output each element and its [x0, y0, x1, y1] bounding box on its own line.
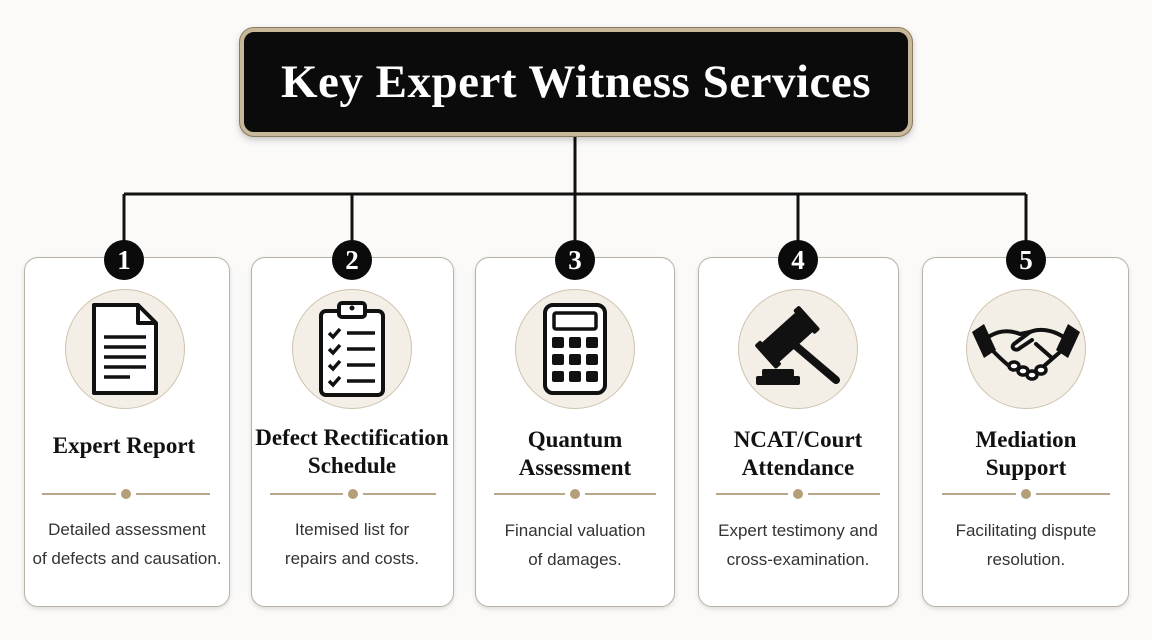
step-badge-1: 1 [104, 240, 144, 280]
step-badge-5: 5 [1006, 240, 1046, 280]
step-badge-4: 4 [778, 240, 818, 280]
service-desc-5-line-2: resolution. [986, 550, 1066, 569]
divider-1 [42, 489, 210, 499]
service-desc-2-line-2: repairs and costs. [284, 549, 420, 568]
title-box: Key Expert Witness Services [240, 28, 912, 136]
service-title-5: Mediation Support [926, 426, 1126, 482]
service-desc-5-line-1: Facilitating dispute [955, 521, 1097, 540]
step-badge-2: 2 [332, 240, 372, 280]
service-title-2-line-2: Schedule [307, 453, 397, 478]
service-title-3-line-2: Assessment [518, 455, 632, 480]
service-desc-2: Itemised list for repairs and costs. [252, 515, 452, 573]
service-desc-2-line-1: Itemised list for [294, 520, 410, 539]
service-desc-4: Expert testimony and cross-examination. [698, 516, 898, 574]
service-title-3-line-1: Quantum [527, 427, 623, 452]
service-title-4-line-1: NCAT/Court [733, 427, 863, 452]
service-title-5-line-1: Mediation [975, 427, 1077, 452]
service-desc-1-line-1: Detailed assessment [48, 520, 206, 539]
divider-3 [494, 489, 656, 499]
service-desc-3-line-1: Financial valuation [504, 521, 646, 540]
service-desc-3: Financial valuation of damages. [475, 516, 675, 574]
service-desc-1-line-2: of defects and causation. [32, 549, 222, 568]
service-title-1-line-1: Expert Report [52, 433, 196, 458]
service-desc-5: Facilitating dispute resolution. [926, 516, 1126, 574]
service-desc-3-line-2: of damages. [528, 550, 622, 569]
divider-2 [270, 489, 436, 499]
service-desc-4-line-1: Expert testimony and [718, 521, 878, 540]
divider-4 [716, 489, 880, 499]
service-title-4-line-2: Attendance [741, 455, 855, 480]
checklist-icon [292, 289, 412, 409]
step-badge-3: 3 [555, 240, 595, 280]
service-title-2: Defect Rectification Schedule [252, 424, 452, 480]
service-title-3: Quantum Assessment [475, 426, 675, 482]
service-desc-4-line-2: cross-examination. [726, 550, 870, 569]
diagram-title: Key Expert Witness Services [280, 56, 872, 108]
calculator-icon [515, 289, 635, 409]
service-desc-1: Detailed assessment of defects and causa… [27, 515, 227, 573]
divider-5 [942, 489, 1110, 499]
service-title-2-line-1: Defect Rectification [255, 425, 449, 450]
document-icon [65, 289, 185, 409]
gavel-icon [738, 289, 858, 409]
service-title-1: Expert Report [24, 432, 224, 460]
service-title-5-line-2: Support [985, 455, 1067, 480]
service-title-4: NCAT/Court Attendance [698, 426, 898, 482]
handshake-icon [966, 289, 1086, 409]
